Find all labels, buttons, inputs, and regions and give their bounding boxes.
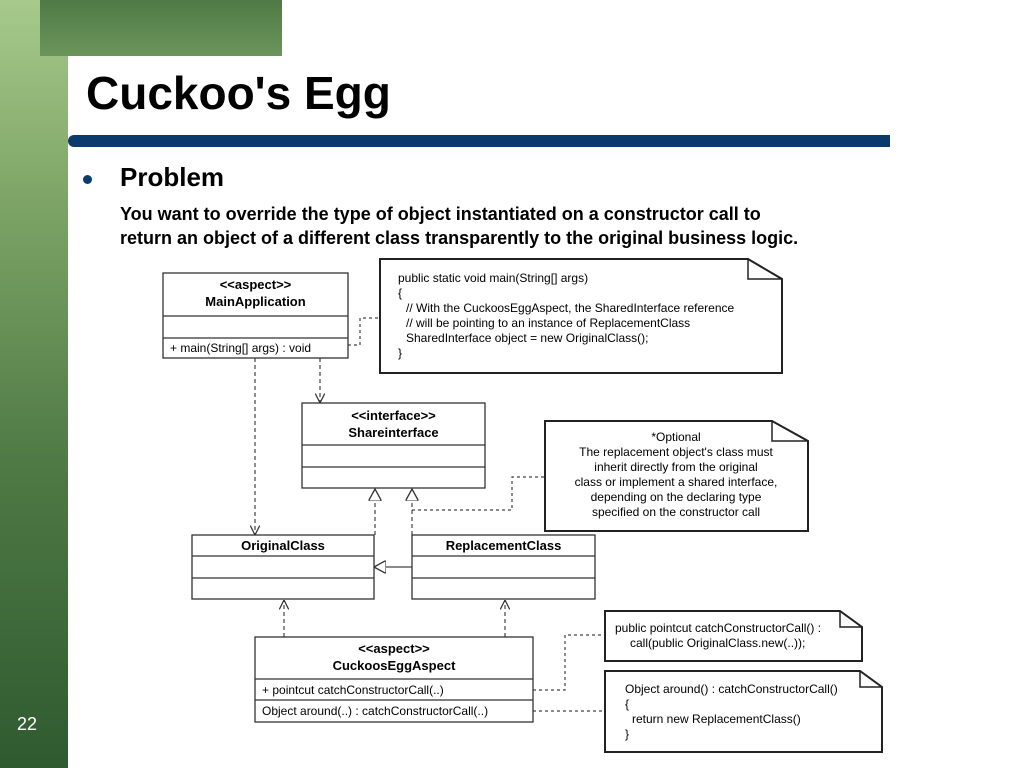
aspect-stereotype: <<aspect>>: [358, 641, 430, 656]
main-method: + main(String[] args) : void: [170, 341, 311, 355]
aspect-advice: Object around(..) : catchConstructorCall…: [262, 704, 488, 718]
class-replacement: ReplacementClass: [411, 534, 596, 600]
around-code-line-1: Object around() : catchConstructorCall(): [625, 682, 838, 696]
note-link-pointcut: [533, 634, 605, 691]
main-code-line-6: }: [398, 346, 402, 360]
class-cuckoos-egg-aspect: <<aspect>> CuckoosEggAspect + pointcut c…: [254, 636, 534, 723]
replacement-class-name: ReplacementClass: [446, 538, 562, 553]
optional-line-3: inherit directly from the original: [594, 460, 757, 474]
note-link-main: [348, 317, 380, 346]
title-underline: [68, 135, 890, 147]
around-code-line-2: {: [625, 697, 629, 711]
class-original: OriginalClass: [191, 534, 375, 600]
aspect-pointcut: + pointcut catchConstructorCall(..): [262, 683, 444, 697]
optional-line-2: The replacement object's class must: [579, 445, 773, 459]
note-main-code: public static void main(String[] args) {…: [379, 258, 783, 374]
optional-line-4: class or implement a shared interface,: [575, 475, 778, 489]
left-decor-bar: [0, 0, 68, 768]
note-pointcut-code: public pointcut catchConstructorCall() :…: [604, 610, 863, 662]
pointcut-code-line-1: public pointcut catchConstructorCall() :: [615, 621, 821, 635]
class-main-application: <<aspect>> MainApplication + main(String…: [162, 272, 349, 359]
share-class-name: Shareinterface: [348, 425, 438, 440]
optional-line-6: specified on the constructor call: [592, 505, 760, 519]
page-number: 22: [17, 714, 38, 734]
main-class-name: MainApplication: [205, 294, 305, 309]
slide-title: Cuckoo's Egg: [86, 67, 391, 119]
main-code-line-1: public static void main(String[] args): [398, 271, 588, 285]
uml-diagram: <<aspect>> MainApplication + main(String…: [162, 258, 883, 753]
optional-line-1: *Optional: [651, 430, 700, 444]
around-code-line-3: return new ReplacementClass(): [632, 712, 801, 726]
bullet-heading: Problem: [120, 162, 225, 192]
class-share-interface: <<interface>> Shareinterface: [301, 402, 486, 489]
note-around-code: Object around() : catchConstructorCall()…: [604, 670, 883, 753]
main-code-line-2: {: [398, 286, 402, 300]
share-stereotype: <<interface>>: [351, 408, 436, 423]
main-code-line-4: // will be pointing to an instance of Re…: [406, 316, 690, 330]
pointcut-code-line-2: call(public OriginalClass.new(..));: [630, 636, 805, 650]
note-optional: *Optional The replacement object's class…: [544, 420, 809, 532]
optional-line-5: depending on the declaring type: [591, 490, 762, 504]
top-decor-block: [40, 0, 282, 56]
around-code-line-4: }: [625, 727, 629, 741]
description-line-1: You want to override the type of object …: [120, 204, 761, 224]
main-code-line-3: // With the CuckoosEggAspect, the Shared…: [406, 301, 735, 315]
description-line-2: return an object of a different class tr…: [120, 228, 799, 248]
bullet-dot-icon: [83, 175, 92, 184]
original-class-name: OriginalClass: [241, 538, 325, 553]
note-link-optional: [412, 476, 545, 511]
main-stereotype: <<aspect>>: [220, 277, 292, 292]
main-code-line-5: SharedInterface object = new OriginalCla…: [406, 331, 648, 345]
aspect-class-name: CuckoosEggAspect: [333, 658, 456, 673]
content-panel: [68, 56, 1024, 768]
